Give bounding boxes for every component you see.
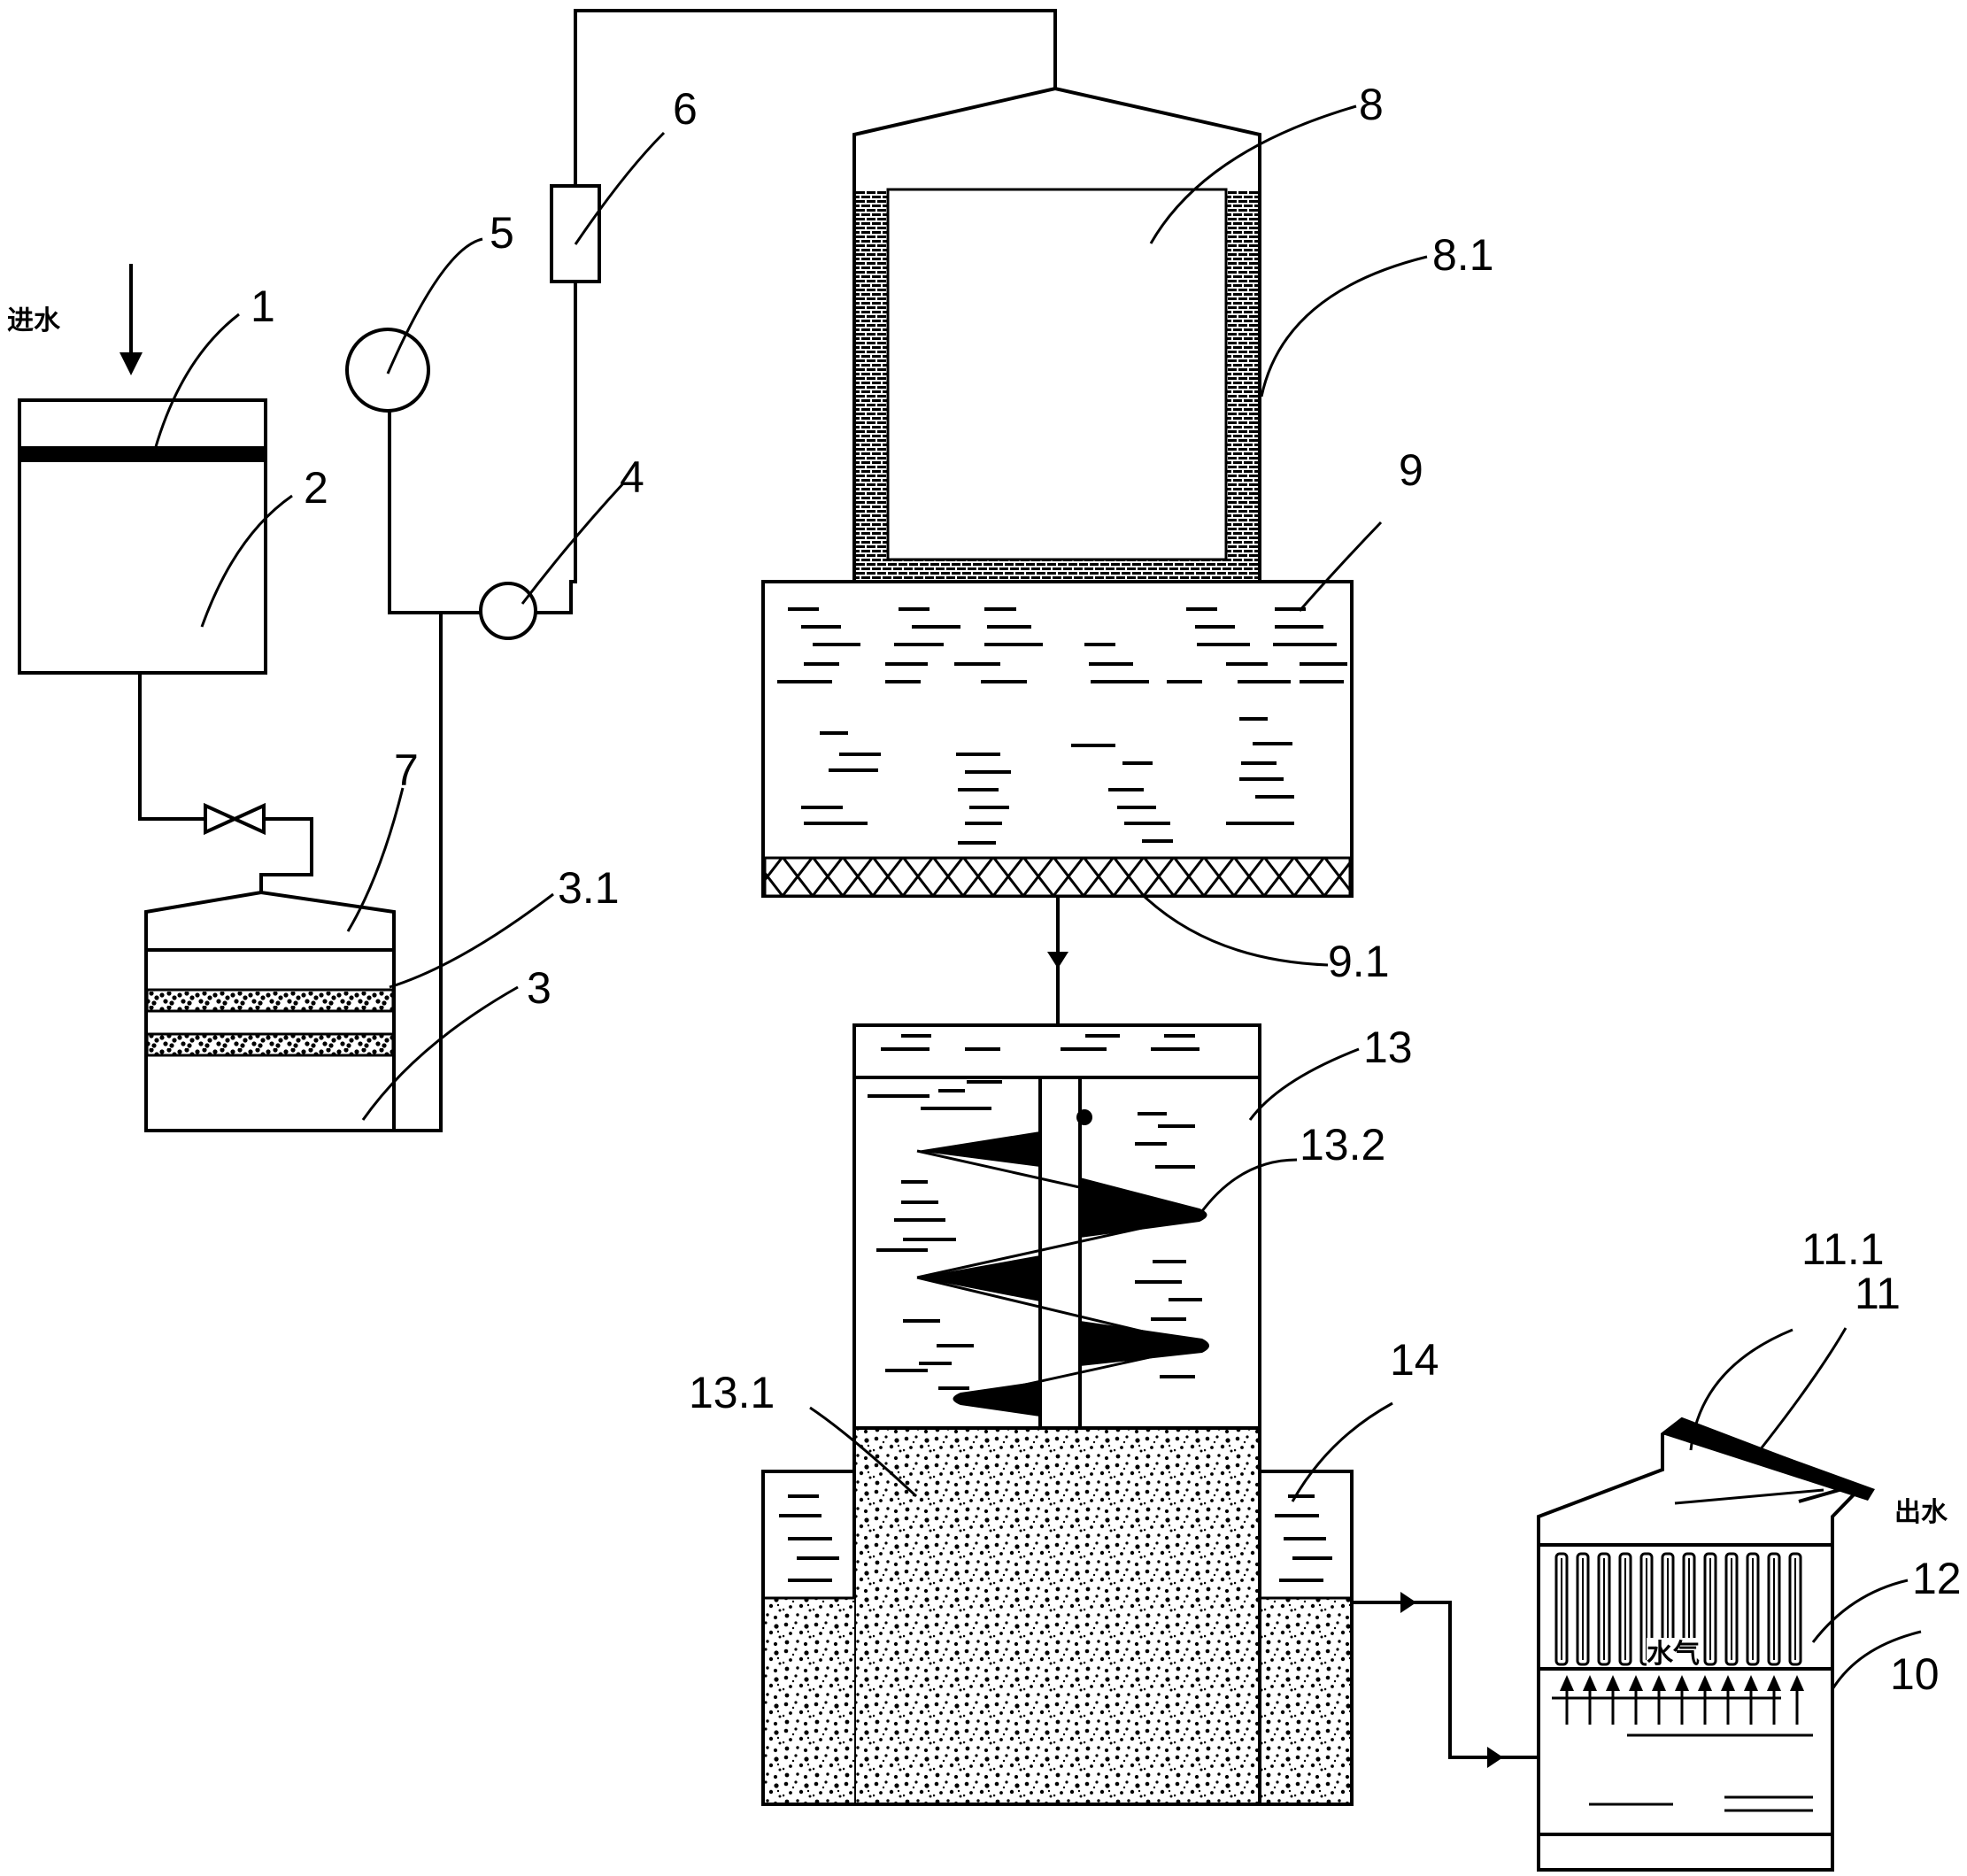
label-13-2: 13.2 bbox=[1300, 1120, 1385, 1170]
label-9: 9 bbox=[1399, 445, 1423, 495]
water-lines bbox=[777, 607, 1347, 845]
inlet-label: 进水 bbox=[7, 305, 61, 336]
outlet-label: 出水 bbox=[1894, 1497, 1948, 1528]
screw-blades bbox=[916, 1109, 1209, 1417]
reaction-column bbox=[852, 86, 1261, 583]
label-8-1: 8.1 bbox=[1432, 230, 1494, 280]
outflow-arrow bbox=[1674, 1471, 1855, 1505]
column-lining-bottom bbox=[856, 560, 1258, 582]
label-11: 11 bbox=[1855, 1269, 1901, 1318]
label-6: 6 bbox=[673, 84, 698, 134]
label-3-1: 3.1 bbox=[558, 863, 620, 913]
label-2: 2 bbox=[304, 463, 328, 513]
evaporator-water-lines bbox=[1552, 1696, 1813, 1812]
pressure-gauge-icon bbox=[345, 328, 430, 413]
label-13: 13 bbox=[1363, 1023, 1413, 1072]
filter-mesh bbox=[763, 856, 1352, 898]
column-lining-right bbox=[1226, 189, 1258, 582]
screw-tank bbox=[852, 1023, 1261, 1430]
part-labels: 1 2 3 3.1 4 5 6 7 8 8.1 9 9.1 10 11 11.1… bbox=[251, 80, 1962, 1699]
vapor-arrows bbox=[1560, 1675, 1804, 1725]
main-pipe bbox=[388, 9, 1057, 1132]
leader-lines bbox=[153, 104, 1922, 1690]
valve-icon bbox=[204, 802, 266, 836]
label-5: 5 bbox=[490, 208, 514, 258]
transfer-pipe bbox=[1047, 896, 1068, 1025]
settling-tank bbox=[761, 580, 1354, 898]
feed-pipe bbox=[138, 673, 313, 892]
label-4: 4 bbox=[620, 452, 644, 502]
sediment-tank bbox=[761, 1426, 1354, 1806]
raw-water-tank bbox=[18, 398, 267, 675]
filter-layer-lower bbox=[145, 1032, 395, 1057]
flowmeter bbox=[550, 184, 601, 283]
label-10: 10 bbox=[1890, 1649, 1940, 1699]
label-13-1: 13.1 bbox=[689, 1368, 775, 1417]
label-1: 1 bbox=[251, 282, 275, 331]
water-lines bbox=[868, 1034, 1202, 1390]
vapor-label-bg bbox=[1647, 1638, 1703, 1666]
filter-layer-upper bbox=[145, 988, 395, 1013]
sediment-right bbox=[1261, 1598, 1350, 1803]
sediment-left bbox=[765, 1598, 854, 1803]
water-lines bbox=[779, 1494, 1332, 1582]
heating-tubes bbox=[1554, 1552, 1802, 1666]
label-3: 3 bbox=[527, 963, 552, 1013]
label-12: 12 bbox=[1912, 1554, 1962, 1603]
pump-icon bbox=[479, 582, 537, 640]
vapor-label: 水气 bbox=[1647, 1639, 1700, 1670]
screw-shaft bbox=[1038, 1076, 1082, 1430]
screen-layer bbox=[19, 446, 266, 462]
inlet-arrow bbox=[120, 264, 143, 375]
label-8: 8 bbox=[1359, 80, 1384, 129]
label-7: 7 bbox=[394, 745, 419, 795]
evaporator bbox=[1537, 1417, 1875, 1872]
pretreatment-tank bbox=[144, 890, 396, 1132]
label-14: 14 bbox=[1390, 1335, 1439, 1385]
column-lining-left bbox=[856, 189, 888, 582]
sediment-core bbox=[852, 1426, 1261, 1806]
outlet-pipe bbox=[1352, 1592, 1539, 1768]
label-11-1: 11.1 bbox=[1801, 1224, 1885, 1274]
label-9-1: 9.1 bbox=[1328, 937, 1390, 986]
